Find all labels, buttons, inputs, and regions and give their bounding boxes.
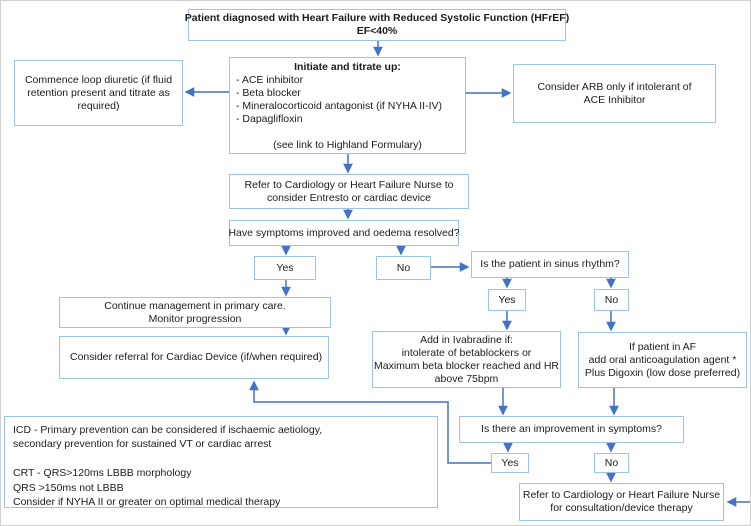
node-ivabradine-line: intolerate of betablockers or bbox=[401, 346, 532, 359]
node-symptoms-question-text: Have symptoms improved and oedema resolv… bbox=[228, 226, 460, 239]
node-arb-line: Consider ARB only if intolerant of bbox=[537, 80, 692, 93]
node-loop-diuretic-line: retention present and titrate as bbox=[27, 86, 170, 99]
node-initiate-item: - ACE inhibitor bbox=[236, 74, 304, 86]
node-af-anticoagulation-line: add oral anticoagulation agent * bbox=[588, 353, 737, 366]
node-icd-crt-notes-line: ICD - Primary prevention can be consider… bbox=[13, 424, 323, 436]
node-refer-cardiology: Refer to Cardiology or Heart Failure Nur… bbox=[229, 174, 469, 209]
node-no-1: No bbox=[376, 256, 431, 280]
node-initiate-item: - Beta blocker bbox=[236, 87, 301, 99]
node-yes-3-label: Yes bbox=[501, 456, 519, 469]
node-icd-crt-notes-line: CRT - QRS>120ms LBBB morphology bbox=[13, 467, 192, 480]
node-yes-1: Yes bbox=[254, 256, 316, 280]
node-yes-2-label: Yes bbox=[498, 293, 516, 306]
node-icd-crt-notes-line: QRS >150ms not LBBB bbox=[13, 481, 124, 494]
node-loop-diuretic-line: Commence loop diuretic (if fluid bbox=[24, 73, 173, 86]
node-start: Patient diagnosed with Heart Failure wit… bbox=[184, 9, 570, 41]
node-improvement-question-text: Is there an improvement in symptoms? bbox=[481, 423, 662, 435]
node-refer-cardiology-line: consider Entresto or cardiac device bbox=[267, 191, 431, 204]
node-refer-device-therapy-line: Refer to Cardiology or Heart Failure Nur… bbox=[522, 489, 721, 501]
arrow-yes3-to-device-referral bbox=[249, 380, 491, 464]
node-continue-primary-care: Continue management in primary care. Mon… bbox=[59, 297, 331, 328]
node-initiate-item: - Dapaglifloxin bbox=[236, 113, 303, 125]
node-initiate: Initiate and titrate up: - ACE inhibitor… bbox=[229, 57, 466, 154]
node-yes-3: Yes bbox=[491, 453, 529, 473]
node-no-2-label: No bbox=[604, 293, 619, 306]
node-icd-crt-notes-line: Consider if NYHA II or greater on optima… bbox=[13, 495, 281, 508]
node-symptoms-question: Have symptoms improved and oedema resolv… bbox=[228, 220, 460, 246]
node-loop-diuretic: Commence loop diuretic (if fluid retenti… bbox=[14, 60, 183, 126]
node-continue-primary-care-line: Continue management in primary care. bbox=[104, 299, 286, 312]
node-af-anticoagulation: If patient in AF add oral anticoagulatio… bbox=[578, 332, 747, 388]
node-no-2: No bbox=[594, 289, 629, 311]
node-continue-primary-care-line: Monitor progression bbox=[148, 312, 242, 325]
node-initiate-item: - Mineralocorticoid antagonist (if NYHA … bbox=[236, 100, 442, 112]
node-no-3-label: No bbox=[604, 456, 619, 469]
node-refer-cardiology-line: Refer to Cardiology or Heart Failure Nur… bbox=[244, 178, 454, 191]
node-arb-line: ACE Inhibitor bbox=[583, 93, 646, 106]
node-cardiac-device-referral: Consider referral for Cardiac Device (if… bbox=[59, 336, 329, 379]
node-start-line2: EF<40% bbox=[356, 25, 398, 37]
node-no-3: No bbox=[594, 453, 629, 473]
node-yes-1-label: Yes bbox=[276, 261, 294, 274]
node-sinus-question-text: Is the patient in sinus rhythm? bbox=[480, 258, 620, 270]
node-ivabradine: Add in Ivabradine if: intolerate of beta… bbox=[372, 331, 561, 388]
node-icd-crt-notes-line: secondary prevention for sustained VT or… bbox=[13, 438, 272, 451]
node-refer-device-therapy: Refer to Cardiology or Heart Failure Nur… bbox=[519, 483, 724, 521]
node-ivabradine-line: Add in Ivabradine if: bbox=[420, 333, 513, 346]
node-initiate-title: Initiate and titrate up: bbox=[294, 61, 401, 73]
node-sinus-question: Is the patient in sinus rhythm? bbox=[471, 251, 629, 278]
node-initiate-formulary-note: (see link to Highland Formulary) bbox=[273, 139, 422, 151]
node-af-anticoagulation-line: If patient in AF bbox=[628, 340, 697, 353]
node-ivabradine-line: above 75bpm bbox=[434, 372, 499, 385]
node-no-1-label: No bbox=[396, 261, 411, 274]
node-arb: Consider ARB only if intolerant of ACE I… bbox=[513, 64, 716, 123]
node-start-line1: Patient diagnosed with Heart Failure wit… bbox=[184, 12, 570, 24]
node-yes-2: Yes bbox=[488, 289, 526, 311]
node-ivabradine-line: Maximum beta blocker reached and HR bbox=[373, 359, 559, 372]
node-af-anticoagulation-line: Plus Digoxin (low dose preferred) bbox=[584, 366, 741, 379]
node-cardiac-device-referral-text: Consider referral for Cardiac Device (if… bbox=[70, 351, 323, 363]
node-icd-crt-notes: ICD - Primary prevention can be consider… bbox=[4, 416, 438, 508]
node-loop-diuretic-line: required) bbox=[77, 99, 120, 112]
node-refer-device-therapy-line: for consultation/device therapy bbox=[550, 502, 693, 514]
node-improvement-question: Is there an improvement in symptoms? bbox=[459, 416, 684, 443]
